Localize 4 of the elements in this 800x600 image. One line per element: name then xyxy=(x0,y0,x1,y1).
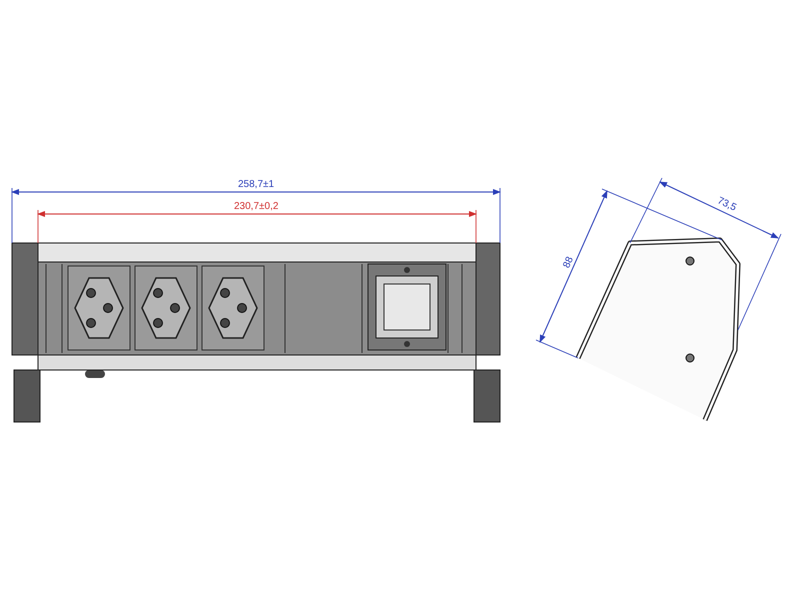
dimension-text: 230,7±0,2 xyxy=(234,200,278,212)
dimension-text: 73,5 xyxy=(715,194,738,214)
dimension-text: 258,7±1 xyxy=(238,178,274,190)
dimension-text: 88 xyxy=(560,254,576,270)
